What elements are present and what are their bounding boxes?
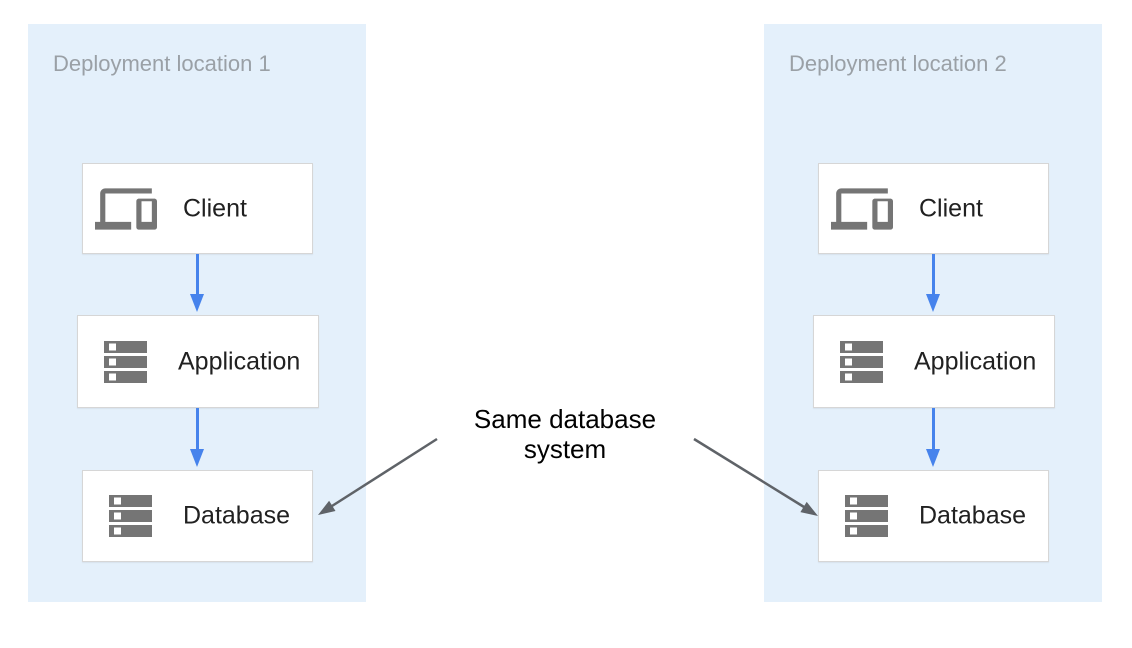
arrow-head	[190, 449, 204, 467]
arrow-shaft	[931, 254, 935, 295]
deployment-location-2-panel: Deployment location 2 Client Application	[764, 24, 1102, 602]
panel-title: Deployment location 2	[789, 51, 1007, 76]
server-stack-icon	[840, 340, 883, 383]
arrow-head	[926, 294, 940, 312]
flow-arrow-client-to-application	[926, 254, 940, 312]
arrow-shaft	[931, 408, 935, 450]
server-stack-icon	[845, 495, 888, 537]
arrow-shaft	[195, 254, 199, 295]
client-node: Client	[818, 163, 1049, 254]
arrow-shaft	[195, 408, 199, 450]
client-node: Client	[82, 163, 313, 254]
server-stack-icon	[104, 340, 147, 383]
devices-icon	[831, 178, 893, 240]
arrow-head	[190, 294, 204, 312]
application-node: Application	[813, 315, 1055, 408]
application-node: Application	[77, 315, 319, 408]
devices-icon	[95, 178, 157, 240]
database-node: Database	[818, 470, 1049, 562]
flow-arrow-application-to-database	[190, 408, 204, 467]
node-label: Client	[919, 194, 983, 222]
server-stack-icon	[109, 495, 152, 537]
node-label: Database	[183, 501, 291, 530]
flow-arrow-client-to-application	[190, 254, 204, 312]
flow-arrow-application-to-database	[926, 408, 940, 467]
annotation-label: Same database system	[473, 404, 657, 464]
database-node: Database	[82, 470, 313, 562]
node-label: Application	[914, 347, 1037, 375]
node-label: Client	[183, 194, 247, 222]
node-label: Database	[919, 501, 1027, 530]
node-label: Application	[178, 347, 301, 375]
panel-title: Deployment location 1	[53, 51, 271, 76]
deployment-location-1-panel: Deployment location 1 Client Application	[28, 24, 366, 602]
arrow-head	[926, 449, 940, 467]
